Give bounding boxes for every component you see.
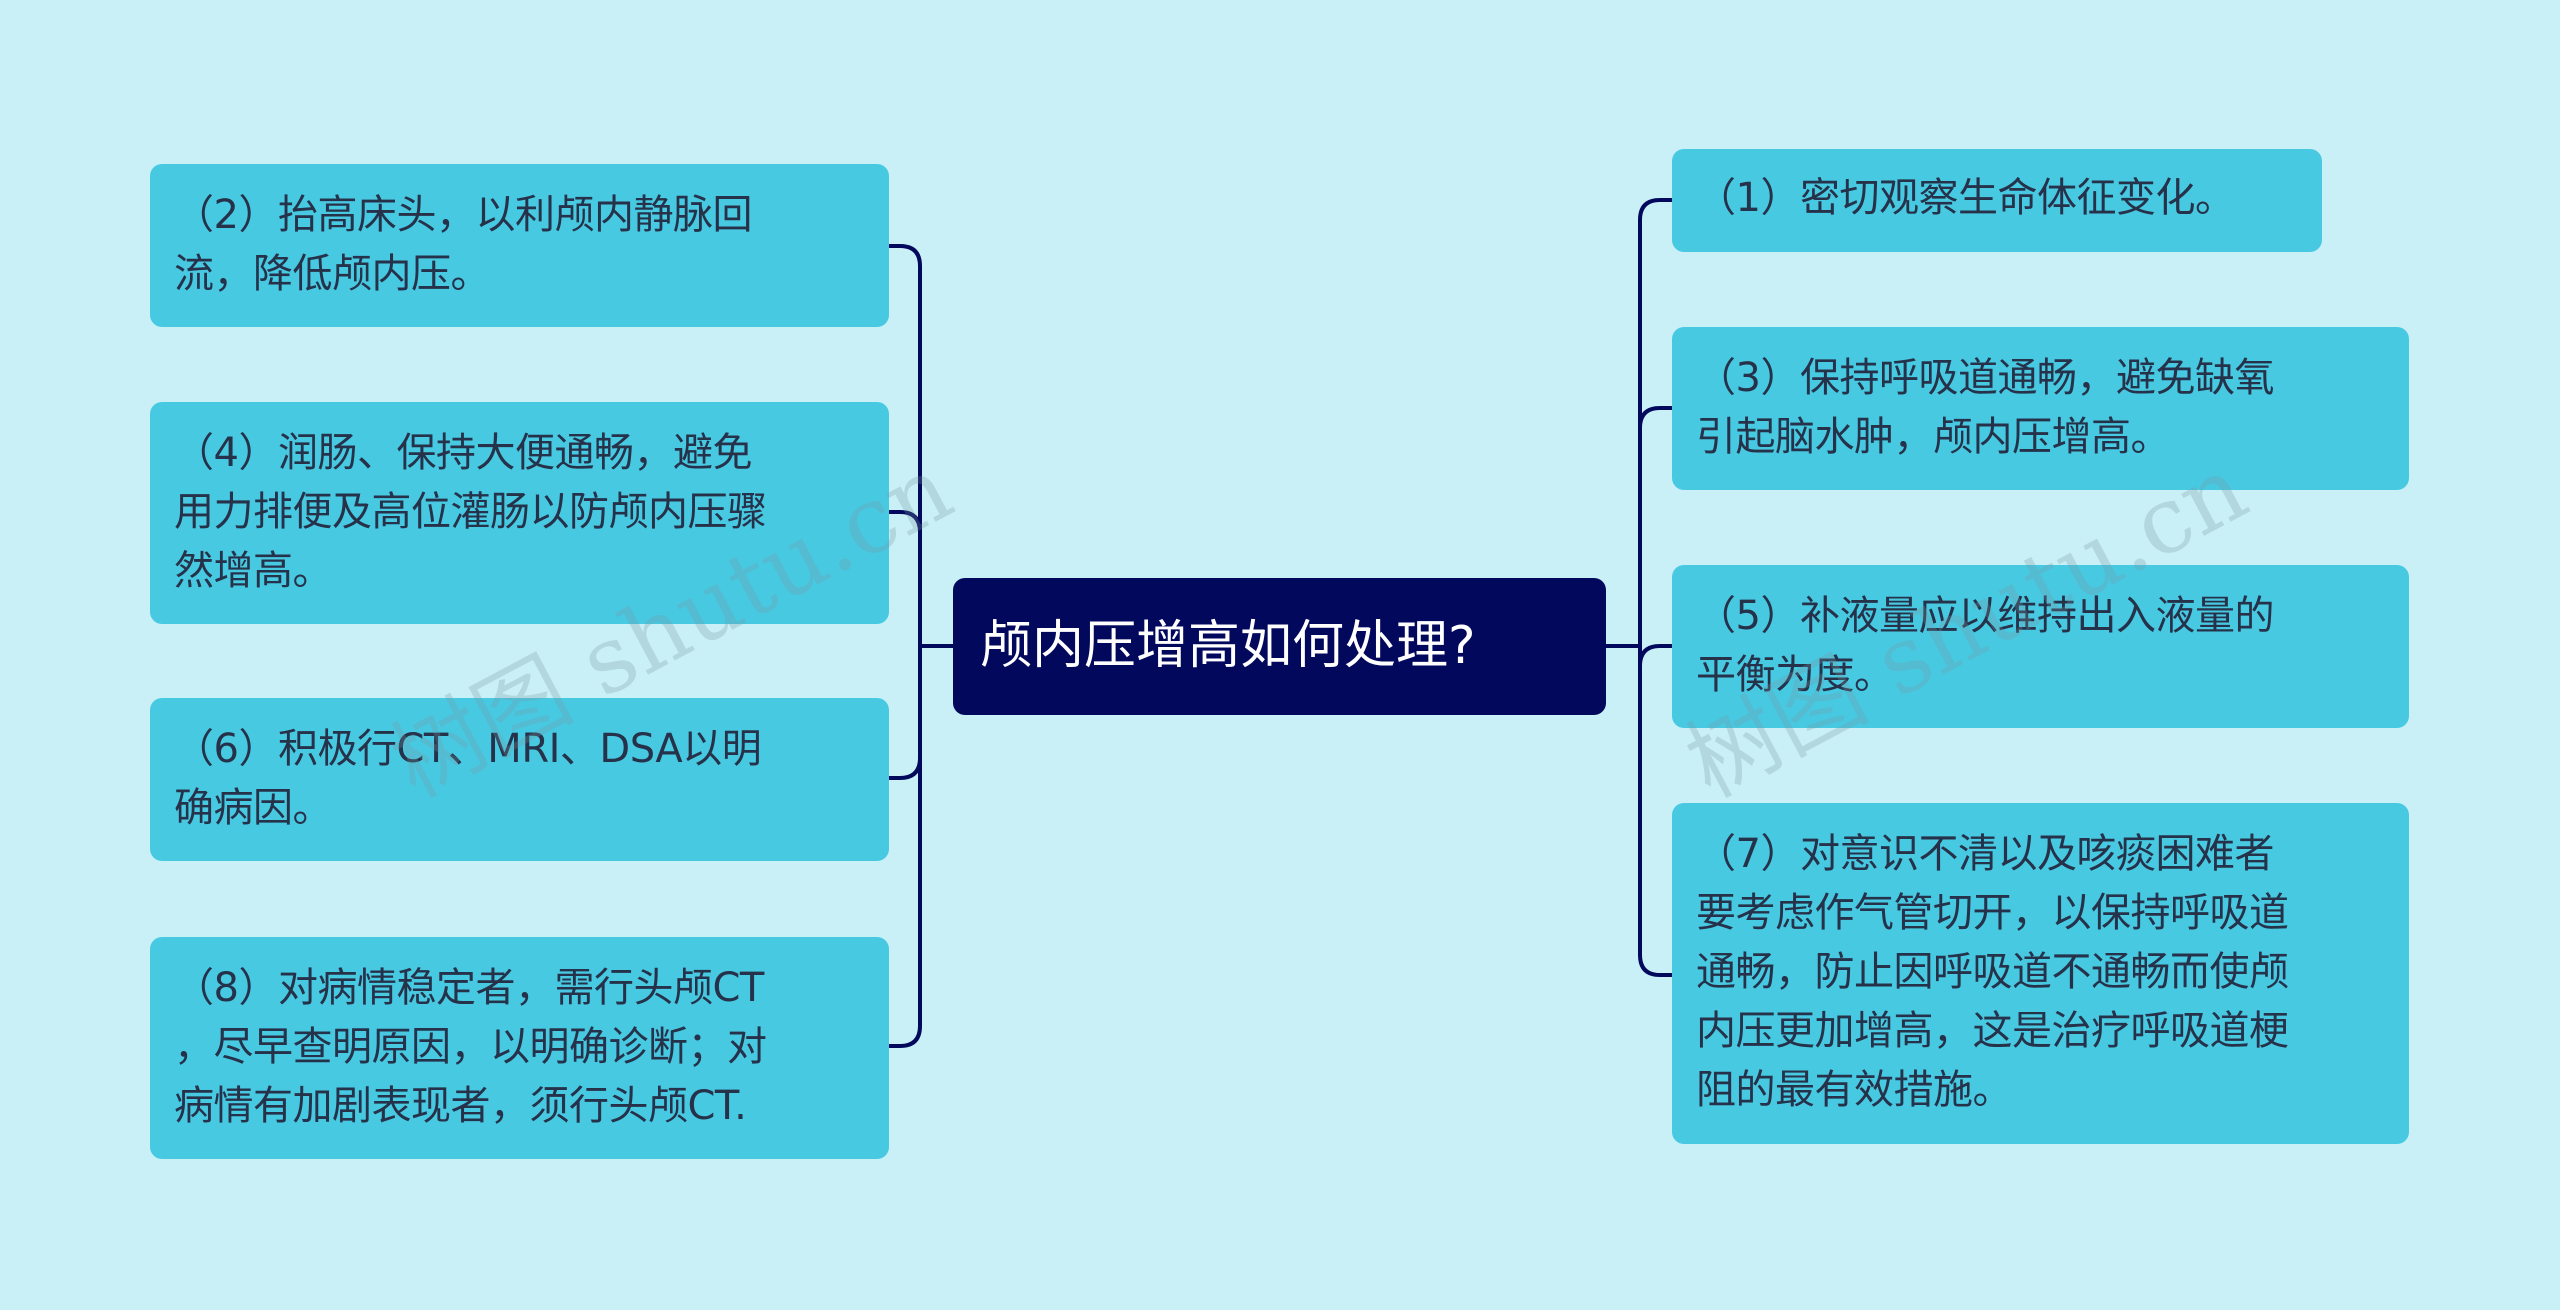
- root-title: 颅内压增高如何处理?: [980, 616, 1476, 676]
- right-node-1[interactable]: （1）密切观察生命体征变化。: [1672, 149, 2322, 252]
- left-node-4[interactable]: （4）润肠、保持大便通畅，避免 用力排便及高位灌肠以防颅内压骤 然增高。: [150, 402, 889, 624]
- connector-right-3: [1638, 644, 1674, 667]
- right-node-3[interactable]: （3）保持呼吸道通畅，避免缺氧 引起脑水肿，颅内压增高。: [1672, 327, 2409, 490]
- root-node[interactable]: 颅内压增高如何处理?: [953, 578, 1606, 715]
- left-node-2[interactable]: （2）抬高床头，以利颅内静脉回 流，降低颅内压。: [150, 164, 889, 327]
- right-node-5[interactable]: （5）补液量应以维持出入液量的 平衡为度。: [1672, 565, 2409, 728]
- left-node-6[interactable]: （6）积极行CT、MRI、DSA以明 确病因。: [150, 698, 889, 861]
- connector-left-2: [887, 510, 922, 648]
- connector-left-4: [887, 644, 922, 1048]
- right-node-7[interactable]: （7）对意识不清以及咳痰困难者 要考虑作气管切开，以保持呼吸道 通畅，防止因呼吸…: [1672, 803, 2409, 1144]
- connector-right-4: [1638, 644, 1674, 977]
- connector-left-1: [887, 244, 922, 648]
- connector-left-3: [887, 644, 922, 780]
- left-node-8[interactable]: （8）对病情稳定者，需行头颅CT ，尽早查明原因，以明确诊断；对 病情有加剧表现…: [150, 937, 889, 1159]
- connector-right-1: [1638, 198, 1674, 648]
- connector-right-2: [1638, 406, 1674, 648]
